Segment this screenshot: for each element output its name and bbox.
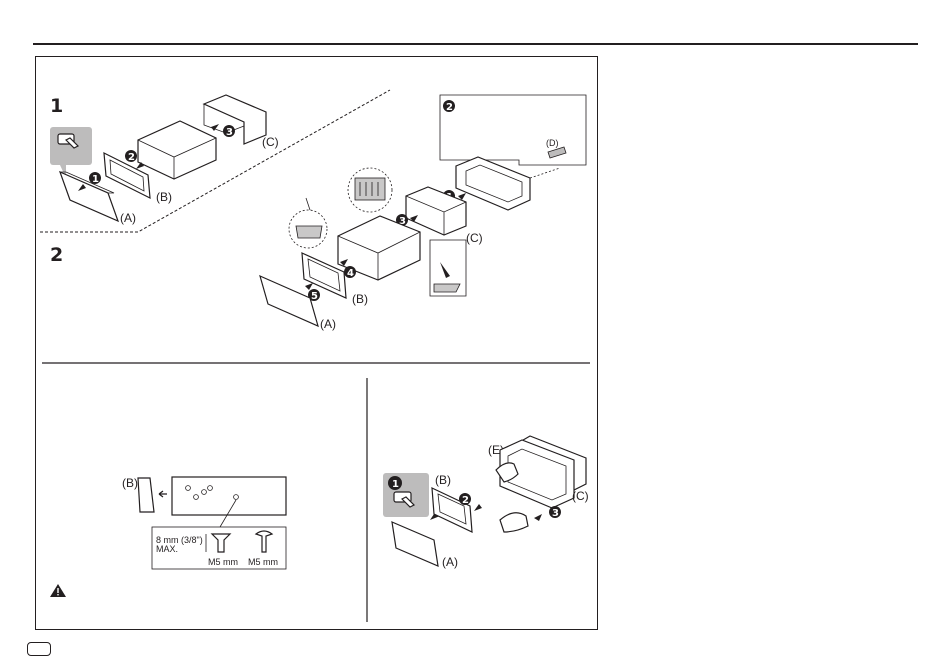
- wiring-inset: [348, 168, 392, 212]
- label-C-step2: (C): [466, 231, 483, 245]
- step-1-number: 1: [50, 95, 63, 117]
- svg-text:5: 5: [311, 291, 318, 302]
- label-A-step2: (A): [320, 317, 336, 331]
- svg-text:4: 4: [347, 268, 354, 279]
- side-trim-B: [138, 478, 154, 512]
- faceplate-A-removal: [392, 522, 438, 566]
- label-tab-inset: [289, 198, 327, 248]
- callout-3-removal: 3: [534, 506, 561, 521]
- step1-panel-press: [50, 127, 92, 178]
- step-2-number: 2: [50, 244, 63, 266]
- label-D: (D): [546, 138, 559, 148]
- screw-2-size: M5 mm: [248, 557, 278, 567]
- svg-text:3: 3: [226, 127, 233, 138]
- sleeve-C-step2: [406, 187, 466, 235]
- label-A-removal: (A): [442, 555, 458, 569]
- label-B-step2: (B): [352, 292, 368, 306]
- screw-max-line2: MAX.: [156, 544, 178, 554]
- screw-spec-box: 8 mm (3/8") MAX. M5 mm M5 mm: [152, 527, 286, 569]
- label-B-bottom: (B): [122, 476, 138, 490]
- svg-text:2: 2: [128, 152, 135, 163]
- svg-text:1: 1: [92, 174, 99, 185]
- screw-1-size: M5 mm: [208, 557, 238, 567]
- inset-panel-2: 2 (D): [440, 95, 586, 165]
- unit-side-panel: [172, 477, 286, 527]
- svg-text:2: 2: [446, 102, 453, 113]
- svg-text:2: 2: [462, 495, 469, 506]
- callout-3-step1: 3: [211, 124, 235, 138]
- label-A-step1: (A): [120, 211, 136, 225]
- label-C-removal: (C): [572, 489, 589, 503]
- label-C-step1: (C): [262, 135, 279, 149]
- faceplate-A-step2: [260, 276, 318, 326]
- label-B-step1: (B): [156, 190, 172, 204]
- warning-icon: [50, 584, 66, 597]
- panel-press-removal: 1: [383, 473, 429, 517]
- unit-box-step1: [138, 121, 216, 179]
- faceplate-A-step1: [60, 172, 118, 221]
- svg-text:3: 3: [552, 508, 559, 519]
- label-B-removal: (B): [435, 473, 451, 487]
- tab-bend-inset: [430, 240, 466, 296]
- svg-text:1: 1: [392, 479, 399, 490]
- arrow-left-icon: [159, 491, 167, 497]
